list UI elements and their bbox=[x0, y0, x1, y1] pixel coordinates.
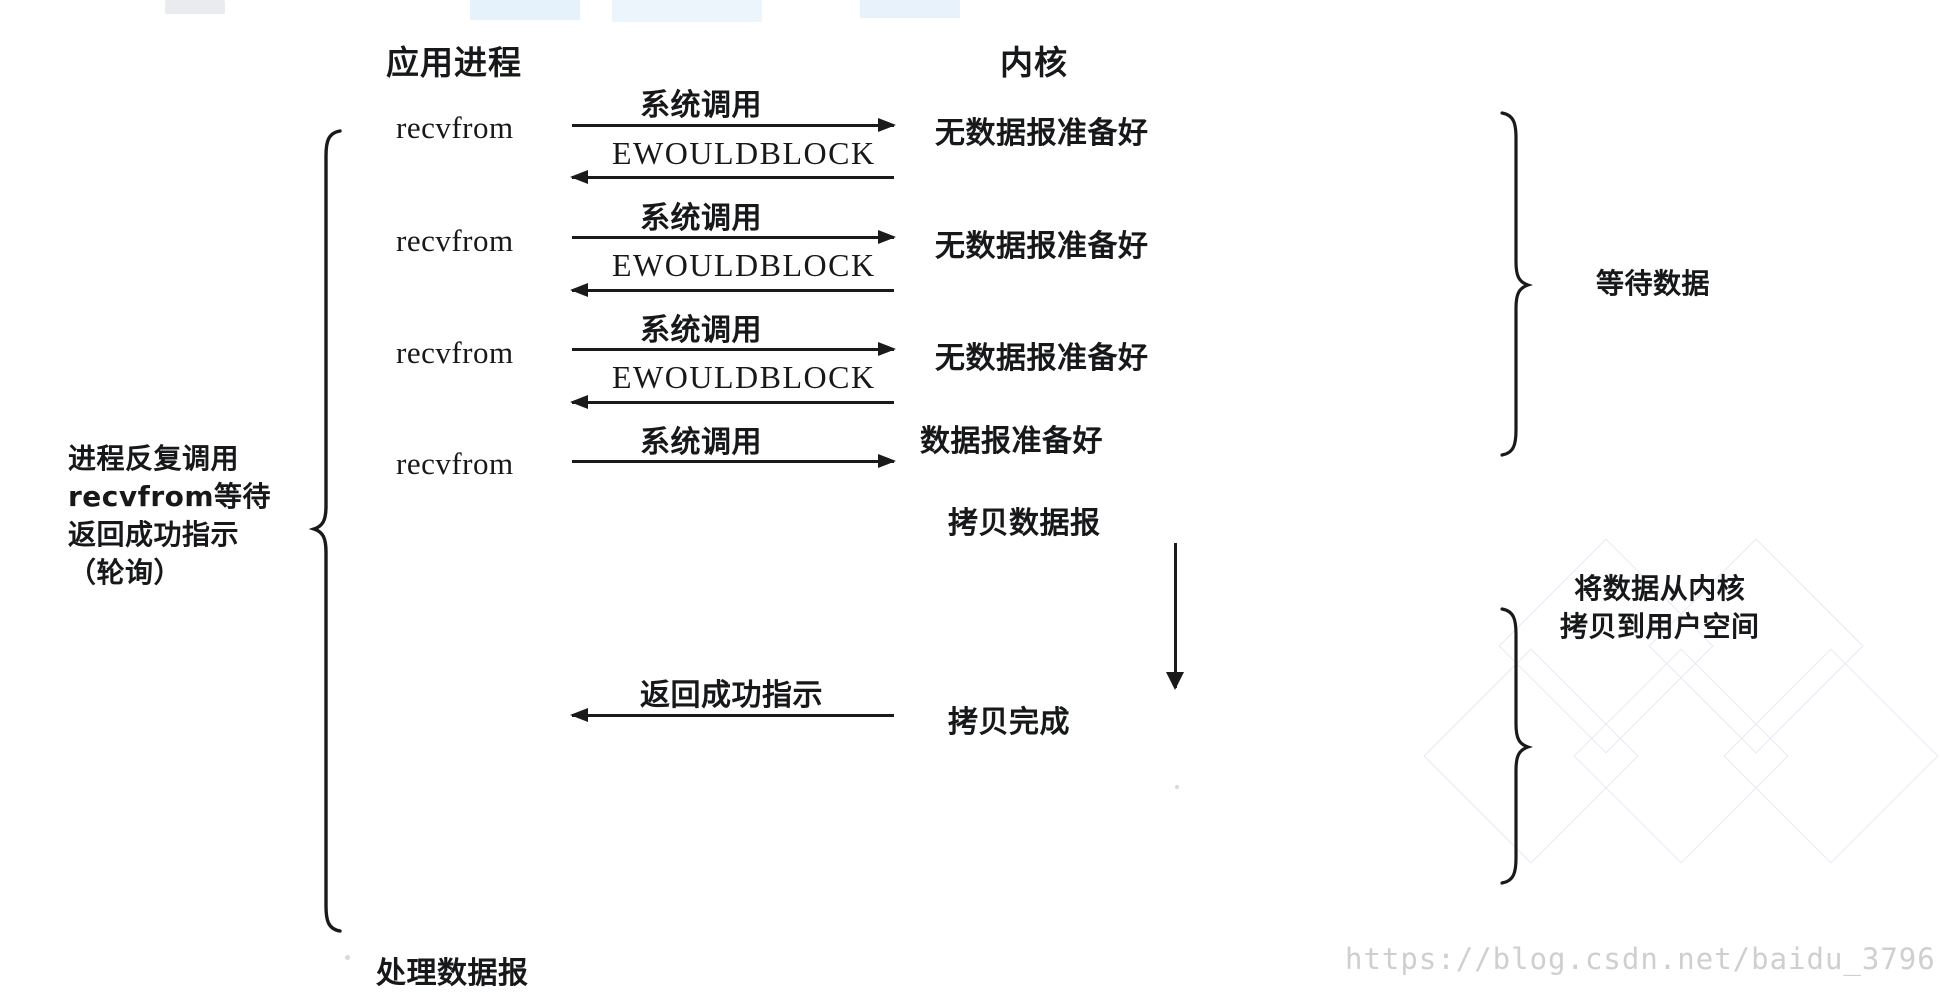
arrow-label-return-success: 返回成功指示 bbox=[640, 678, 823, 713]
arrow-label-syscall: 系统调用 bbox=[640, 313, 762, 348]
kernel-state-copy-datagram: 拷贝数据报 bbox=[948, 506, 1101, 541]
right-brace-copy-to-user bbox=[1496, 606, 1534, 886]
arrow-ewouldblock-left bbox=[570, 170, 894, 184]
kernel-state-copy-complete: 拷贝完成 bbox=[948, 705, 1070, 740]
right-brace-wait-data bbox=[1496, 110, 1534, 458]
arrow-label-ewouldblock: EWOULDBLOCK bbox=[612, 135, 876, 171]
scan-artifact bbox=[612, 0, 762, 22]
arrow-label-syscall: 系统调用 bbox=[640, 201, 762, 236]
call-label-recvfrom: recvfrom bbox=[396, 335, 514, 370]
column-header-process: 应用进程 bbox=[386, 43, 522, 82]
scan-artifact bbox=[165, 0, 225, 14]
call-label-recvfrom: recvfrom bbox=[396, 223, 514, 258]
kernel-state-no-datagram: 无数据报准备好 bbox=[935, 116, 1149, 151]
kernel-state-no-datagram: 无数据报准备好 bbox=[935, 229, 1149, 264]
arrow-copy-down bbox=[1166, 543, 1184, 690]
kernel-state-datagram-ready: 数据报准备好 bbox=[920, 424, 1103, 459]
arrow-ewouldblock-left bbox=[570, 395, 894, 409]
call-label-recvfrom: recvfrom bbox=[396, 110, 514, 145]
arrow-label-syscall: 系统调用 bbox=[640, 88, 762, 123]
scan-artifact bbox=[470, 0, 580, 20]
scan-speck bbox=[1175, 785, 1179, 789]
arrow-ewouldblock-left bbox=[570, 283, 894, 297]
arrow-label-syscall: 系统调用 bbox=[640, 425, 762, 460]
right-brace-label-wait-data: 等待数据 bbox=[1596, 267, 1711, 300]
arrow-syscall-right bbox=[572, 118, 896, 132]
arrow-return-success-left bbox=[570, 708, 894, 722]
left-annotation-text: 进程反复调用 recvfrom等待 返回成功指示 （轮询） bbox=[68, 442, 272, 589]
right-brace-label-copy-to-user: 将数据从内核 拷贝到用户空间 bbox=[1560, 572, 1760, 643]
arrow-syscall-right bbox=[572, 454, 896, 468]
scan-artifact bbox=[860, 0, 960, 18]
column-header-kernel: 内核 bbox=[1000, 43, 1068, 82]
bottom-label-process-datagram: 处理数据报 bbox=[376, 956, 529, 991]
left-brace bbox=[308, 128, 346, 934]
watermark-url: https://blog.csdn.net/baidu_3796 bbox=[1345, 942, 1936, 976]
arrow-label-ewouldblock: EWOULDBLOCK bbox=[612, 359, 876, 395]
arrow-syscall-right bbox=[572, 342, 896, 356]
call-label-recvfrom: recvfrom bbox=[396, 446, 514, 481]
scan-speck bbox=[345, 955, 350, 960]
arrow-syscall-right bbox=[572, 230, 896, 244]
arrow-label-ewouldblock: EWOULDBLOCK bbox=[612, 247, 876, 283]
kernel-state-no-datagram: 无数据报准备好 bbox=[935, 341, 1149, 376]
